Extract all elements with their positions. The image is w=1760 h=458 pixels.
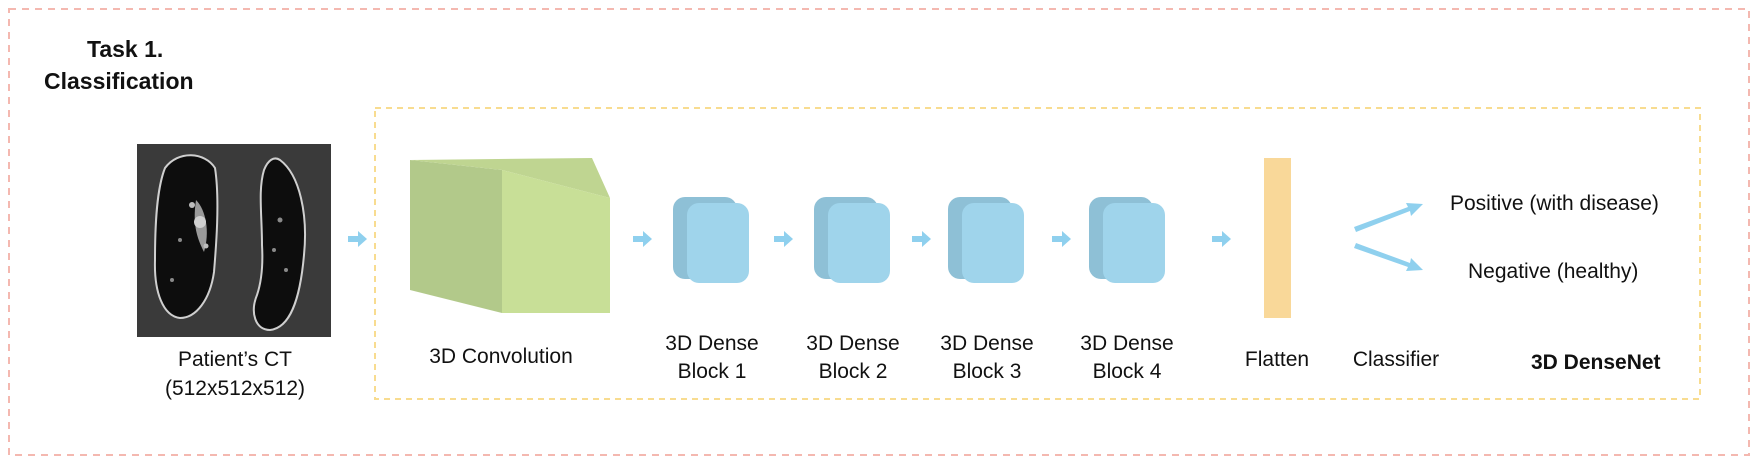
network-name: 3D DenseNet — [1531, 351, 1661, 374]
arrow-4 — [912, 231, 931, 247]
dense-block-2-label-line2: Block 2 — [818, 360, 888, 383]
dense-block-3-label-line1: 3D Dense — [940, 332, 1034, 355]
output-negative: Negative (healthy) — [1468, 260, 1639, 283]
task-name: Classification — [44, 68, 194, 94]
arrow-2 — [633, 231, 652, 247]
ct-label-line2: (512x512x512) — [164, 377, 306, 400]
task-number: Task 1. — [87, 36, 164, 62]
conv-label: 3D Convolution — [429, 345, 573, 368]
flatten-bar — [1264, 158, 1291, 318]
dense-block-4-shape — [1089, 197, 1165, 283]
arrow-5 — [1052, 231, 1071, 247]
ct-scan-image — [137, 144, 331, 337]
arrow-3 — [774, 231, 793, 247]
dense-block-2-shape — [814, 197, 890, 283]
dense-block-4-label-line2: Block 4 — [1092, 360, 1162, 383]
outer-frame — [8, 8, 1750, 456]
classifier-label: Classifier — [1352, 348, 1440, 371]
arrow-6 — [1212, 231, 1231, 247]
dense-block-4-label-line1: 3D Dense — [1080, 332, 1174, 355]
arrow-1 — [348, 231, 367, 247]
dense-block-1-shape — [673, 197, 749, 283]
dense-block-3-shape — [948, 197, 1024, 283]
classifier-arrows — [1354, 203, 1423, 271]
output-positive: Positive (with disease) — [1450, 192, 1659, 215]
dense-block-3-label-line2: Block 3 — [952, 360, 1022, 383]
dense-block-2-label-line1: 3D Dense — [806, 332, 900, 355]
dense-block-1-label-line2: Block 1 — [677, 360, 747, 383]
flatten-label: Flatten — [1244, 348, 1310, 371]
dense-block-1-label-line1: 3D Dense — [665, 332, 759, 355]
flow-arrows — [348, 231, 1231, 247]
conv-cube — [410, 158, 610, 313]
ct-label-line1: Patient’s CT — [178, 348, 292, 371]
densenet-frame — [374, 107, 1701, 400]
